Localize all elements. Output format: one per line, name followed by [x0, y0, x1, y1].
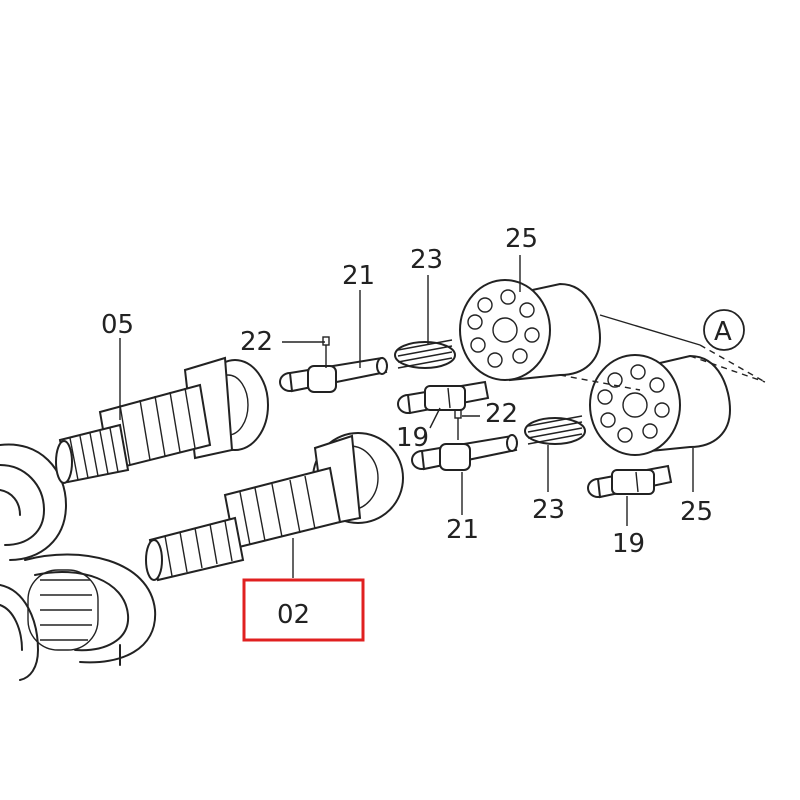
shaft-02	[145, 432, 404, 582]
piston-21-lower	[411, 434, 518, 471]
label-23-top: 23	[410, 245, 443, 275]
label-02: 02	[277, 600, 310, 630]
spring-23-upper	[394, 339, 456, 369]
label-22-right: 22	[485, 399, 518, 429]
label-25-top: 25	[505, 224, 538, 254]
left-bearing-assembly-bottom	[0, 553, 157, 681]
label-25-bottom: 25	[680, 497, 713, 527]
label-19-bottom: 19	[612, 529, 645, 559]
leader-lines	[119, 255, 694, 578]
label-21-bottom: 21	[446, 515, 479, 545]
label-23-bottom: 23	[532, 495, 565, 525]
highlighted-part-02: 02	[242, 578, 365, 642]
label-05: 05	[101, 310, 134, 340]
piston-21-upper	[279, 356, 388, 393]
view-a-callout: A	[703, 309, 745, 351]
view-a-connector	[559, 314, 766, 391]
left-flange-assembly-top	[0, 443, 67, 561]
label-22-top: 22	[240, 327, 273, 357]
label-21-top: 21	[342, 261, 375, 291]
label-19-left: 19	[396, 423, 429, 453]
piston-19-left	[397, 380, 490, 415]
shaft-05	[55, 356, 269, 484]
spring-23-lower	[524, 415, 586, 445]
piston-19-bottom	[587, 464, 673, 499]
cylinder-block-25-upper	[459, 279, 602, 382]
cylinder-block-25-lower	[589, 354, 732, 456]
label-view-a: A	[714, 317, 732, 347]
